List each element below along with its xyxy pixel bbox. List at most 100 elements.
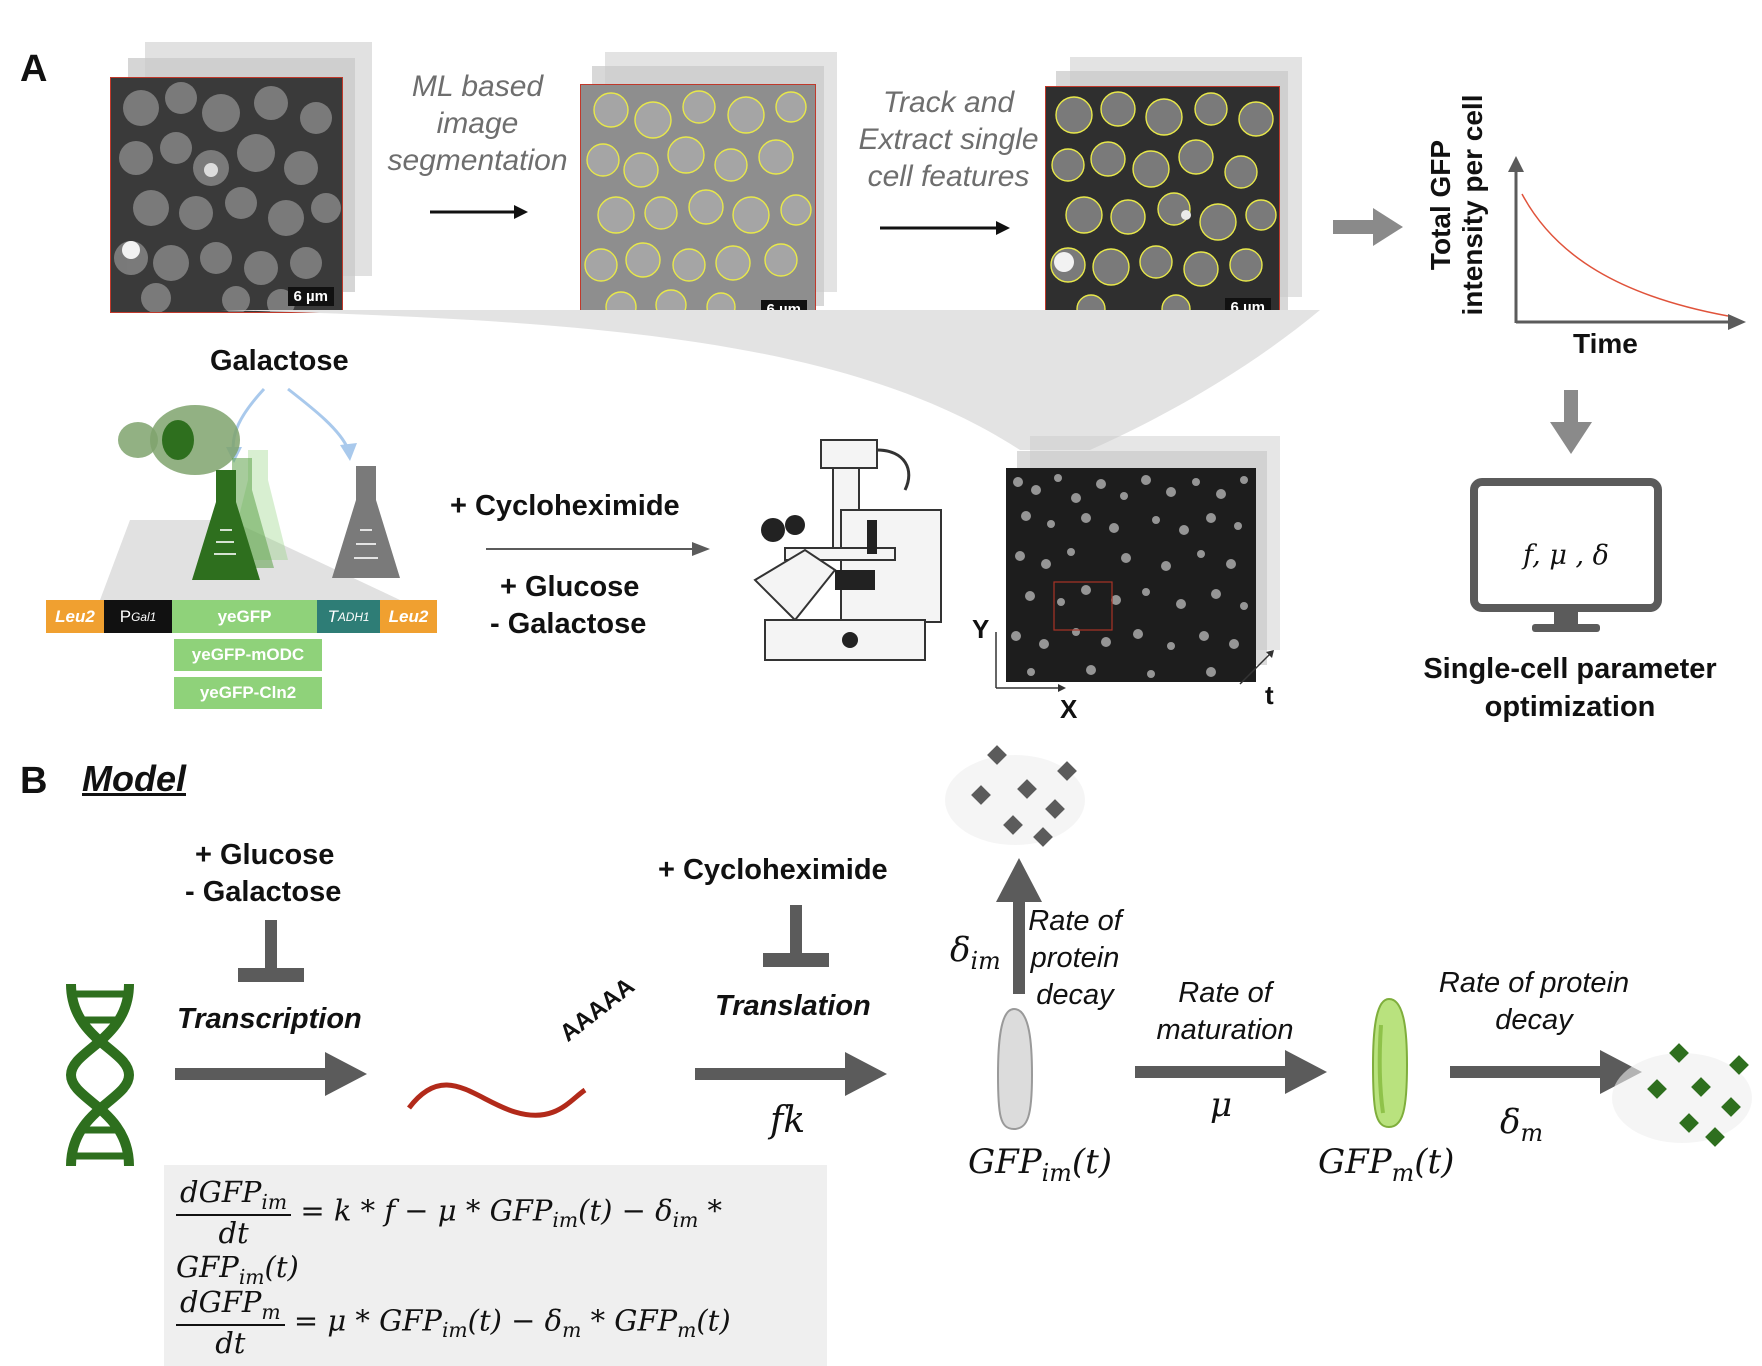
panel-a-letter: A [20,48,48,90]
eq1-rhs-d: (t) [264,1249,299,1284]
eq1-numerator: dGFPim [176,1175,292,1216]
plot-y-label: Total GFP intensity per cell [1425,94,1488,316]
mature-gfp-icon [1371,997,1409,1129]
eq1-rhs-a: = k * f − μ * GFP [300,1193,553,1228]
decay-m-label: Rate of protein decay [1438,967,1630,1036]
fluorescence-cells [114,82,341,312]
translation-label: Translation [715,990,871,1022]
eq2-rhs-c: * GFP [581,1303,678,1338]
gfp-m-name: GFP [1318,1142,1392,1182]
fk-rate: fk [770,1100,806,1141]
terminator-subscript: ADH1 [337,609,370,624]
arrow-segmentation [430,205,528,219]
step-segmentation-label: ML based image segmentation [387,70,568,177]
glucose-label-a: + Glucose [500,571,640,603]
gfp-m-time: (t) [1414,1142,1455,1182]
timelapse-image [1006,468,1256,682]
eq1-num-sub: im [261,1189,288,1214]
timelapse-cells [1011,474,1248,678]
eq1-rhs-c: * GFP [176,1193,723,1284]
delta-m-subscript: m [1520,1118,1544,1147]
construct-variant-cln2: yeGFP-Cln2 [174,677,322,709]
delta-im-subscript: im [970,946,1001,975]
decayed-mature-particles [1612,1043,1752,1147]
glucose-label-b: + Glucose [195,839,335,871]
eq1-rhs-b: (t) − δ [578,1193,673,1228]
zoom-funnel [220,310,1320,450]
decay-plot [1508,156,1746,330]
inhibition-translation [763,905,829,967]
eq2-rhs-b: (t) − δ [467,1303,563,1338]
panel-b-letter: B [20,760,48,802]
mu-rate: μ [1210,1085,1233,1125]
arrow-tracking [880,221,1010,235]
arrow-to-plot [1333,208,1403,246]
arrow-decay-im [996,858,1042,994]
tracked-cells [1050,91,1277,321]
eq2-num-sub: m [261,1299,281,1324]
eq2-denominator: dt [215,1325,246,1360]
arrow-translation [695,1052,887,1096]
flask-icons [192,450,400,580]
xyt-axes [995,632,1274,692]
delta-im-symbol: δ [950,930,971,970]
immature-gfp-icon [996,1007,1034,1131]
optimized-parameters: f, μ , δ [1523,540,1609,571]
optimization-label: Single-cell parameter optimization [1423,653,1717,723]
transcription-label: Transcription [177,1003,362,1035]
plot-x-label: Time [1573,328,1638,359]
gfp-im-label: GFPim(t) [968,1142,1112,1187]
galactose-minus-label-b: - Galactose [185,876,342,908]
dna-icon [65,983,135,1167]
delta-m-symbol: δ [1500,1102,1521,1142]
mrna-icon [407,1082,587,1118]
delta-m-rate: δm [1500,1102,1543,1147]
arrow-transcription [175,1052,367,1096]
step-tracking-label: Track and Extract single cell features [858,86,1039,193]
cycloheximide-label-a: + Cycloheximide [450,490,680,522]
gfp-im-time: (t) [1071,1142,1113,1182]
construct-variant-modc: yeGFP-mODC [174,639,322,671]
tracked-image: 6 µm [1045,86,1280,322]
eq1-denominator: dt [218,1215,249,1250]
segmented-cells [584,90,812,323]
fluorescence-image: 6 µm [110,77,343,313]
axis-y-label: Y [972,614,990,644]
decay-im-label: Rate of protein decay [1028,905,1122,1011]
polya-tail-label: AAAAA [554,972,640,1048]
gfp-im-name: GFP [968,1142,1042,1182]
promoter-label: P [119,606,132,626]
maturation-label: Rate of maturation [1156,977,1294,1046]
gfp-im-subscript: im [1041,1158,1072,1187]
eq2-rhs-a: = μ * GFP [293,1303,442,1338]
arrow-to-microscope [486,542,710,556]
galactose-label: Galactose [210,345,349,377]
axis-x-label: X [1060,694,1078,724]
gfp-m-label: GFPm(t) [1318,1142,1454,1187]
inhibition-transcription [238,920,304,982]
microscope-icon [753,439,942,661]
eq2-rhs-d: (t) [696,1303,731,1338]
cycloheximide-label-b: + Cycloheximide [658,854,888,886]
arrow-maturation [1135,1050,1327,1094]
construct-yegfp: yeGFP [172,600,317,633]
decayed-protein-particles [945,745,1085,847]
computer-monitor-icon [1470,478,1662,632]
terminator-label: T [327,606,338,626]
arrow-to-computer [1550,390,1592,454]
galactose-minus-label-a: - Galactose [490,608,647,640]
construct-leu2-left: Leu2 [46,600,104,633]
scale-bar-1: 6 µm [287,287,334,306]
gfp-m-subscript: m [1391,1158,1415,1187]
arrow-decay-m [1450,1050,1642,1094]
delta-im-rate: δim [950,930,1001,975]
construct-leu2-right: Leu2 [380,600,437,633]
eq1-num-text: dGFP [180,1175,262,1209]
model-title: Model [82,758,186,799]
